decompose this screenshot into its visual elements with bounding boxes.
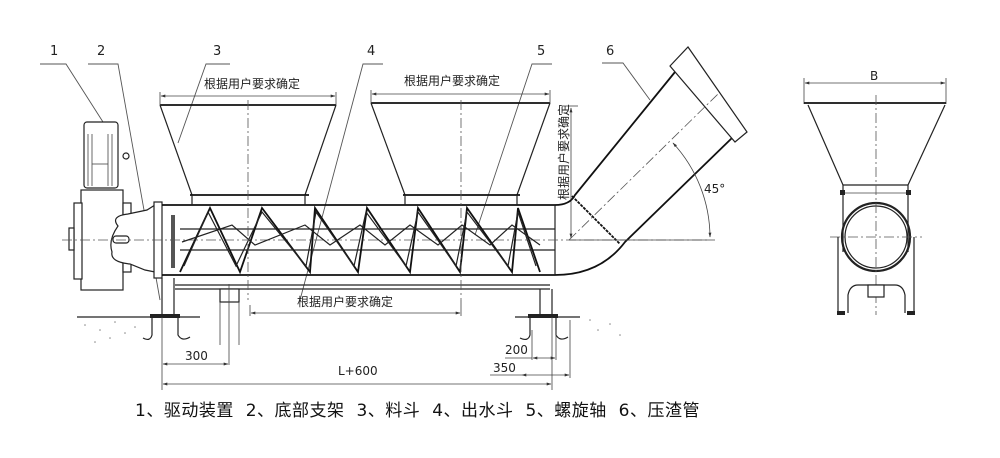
legend-item-4: 4、出水斗 xyxy=(432,401,514,421)
legend-item-6: 6、压渣管 xyxy=(618,401,700,421)
foot-350-label: 350 xyxy=(493,361,516,375)
side-view: B xyxy=(803,69,947,315)
hopper-1: 根据用户要求确定 xyxy=(159,76,337,300)
callout-number-5: 5 xyxy=(537,44,545,59)
motor-terminal-icon xyxy=(122,152,130,160)
callout-number-4: 4 xyxy=(367,44,375,59)
drain-span-label: 根据用户要求确定 xyxy=(297,294,393,309)
foot-200-label: 200 xyxy=(505,343,528,357)
press-pipe-upper-wall xyxy=(554,71,676,206)
callout-6: 6 xyxy=(602,44,651,101)
outlet-height-label: 根据用户要求确定 xyxy=(556,104,571,200)
foot-350-dimension: 350 xyxy=(490,320,571,378)
angle-arc xyxy=(672,142,712,238)
screw-spiral xyxy=(179,205,541,275)
drive-unit xyxy=(62,121,175,291)
callout-number-1: 1 xyxy=(50,44,58,59)
side-width-label: B xyxy=(870,69,878,83)
coupling-housing xyxy=(110,203,156,273)
trough-body xyxy=(162,204,710,290)
legend-item-5: 5、螺旋轴 xyxy=(525,401,607,421)
press-pipe-outlet-cone xyxy=(669,46,748,143)
ground-left xyxy=(77,314,200,343)
leader-line-1 xyxy=(40,63,104,123)
drain-span-dimension: 根据用户要求确定 xyxy=(249,294,462,316)
hopper-2: 根据用户要求确定 xyxy=(370,73,551,300)
callout-number-2: 2 xyxy=(97,44,105,59)
hopper-1-width-label: 根据用户要求确定 xyxy=(204,76,300,91)
ground-right xyxy=(515,314,621,341)
hopper-2-width-label: 根据用户要求确定 xyxy=(404,73,500,88)
outlet-height-dimension: 根据用户要求确定 xyxy=(556,104,578,239)
leader-line-5 xyxy=(474,63,552,236)
legend-item-2: 2、底部支架 xyxy=(245,401,345,421)
offset-300-label: 300 xyxy=(185,349,208,363)
callout-4: 4 xyxy=(299,44,383,301)
total-length-label: L+600 xyxy=(338,364,378,378)
total-length-dimension: L+600 xyxy=(162,317,553,390)
leader-line-3 xyxy=(177,63,230,144)
press-pipe-lower-wall xyxy=(554,136,734,276)
gearbox-shaft-cap xyxy=(68,227,75,251)
support-frame xyxy=(161,278,553,365)
leader-line-4 xyxy=(299,63,383,301)
legend-item-3: 3、料斗 xyxy=(356,401,421,421)
gearbox-flange xyxy=(73,202,83,280)
leader-line-6 xyxy=(602,62,651,101)
offset-300-dimension: 300 xyxy=(161,317,229,390)
drain-outlet xyxy=(219,288,240,303)
coupling-slot xyxy=(112,235,130,244)
legend-caption: 1、驱动装置 2、底部支架 3、料斗 4、出水斗 5、螺旋轴 6、压渣管 xyxy=(135,396,706,421)
callout-3: 3 xyxy=(177,44,230,144)
callout-5: 5 xyxy=(474,44,552,236)
foot-200-dimension: 200 xyxy=(505,330,557,360)
callout-number-3: 3 xyxy=(213,44,221,59)
press-pipe: 45° xyxy=(554,46,748,276)
callout-number-6: 6 xyxy=(606,44,614,59)
shaft-brush xyxy=(171,215,175,268)
angle-label: 45° xyxy=(704,182,725,196)
motor-body xyxy=(83,121,119,189)
legend-item-1: 1、驱动装置 xyxy=(135,401,234,421)
callout-1: 1 xyxy=(40,44,104,123)
